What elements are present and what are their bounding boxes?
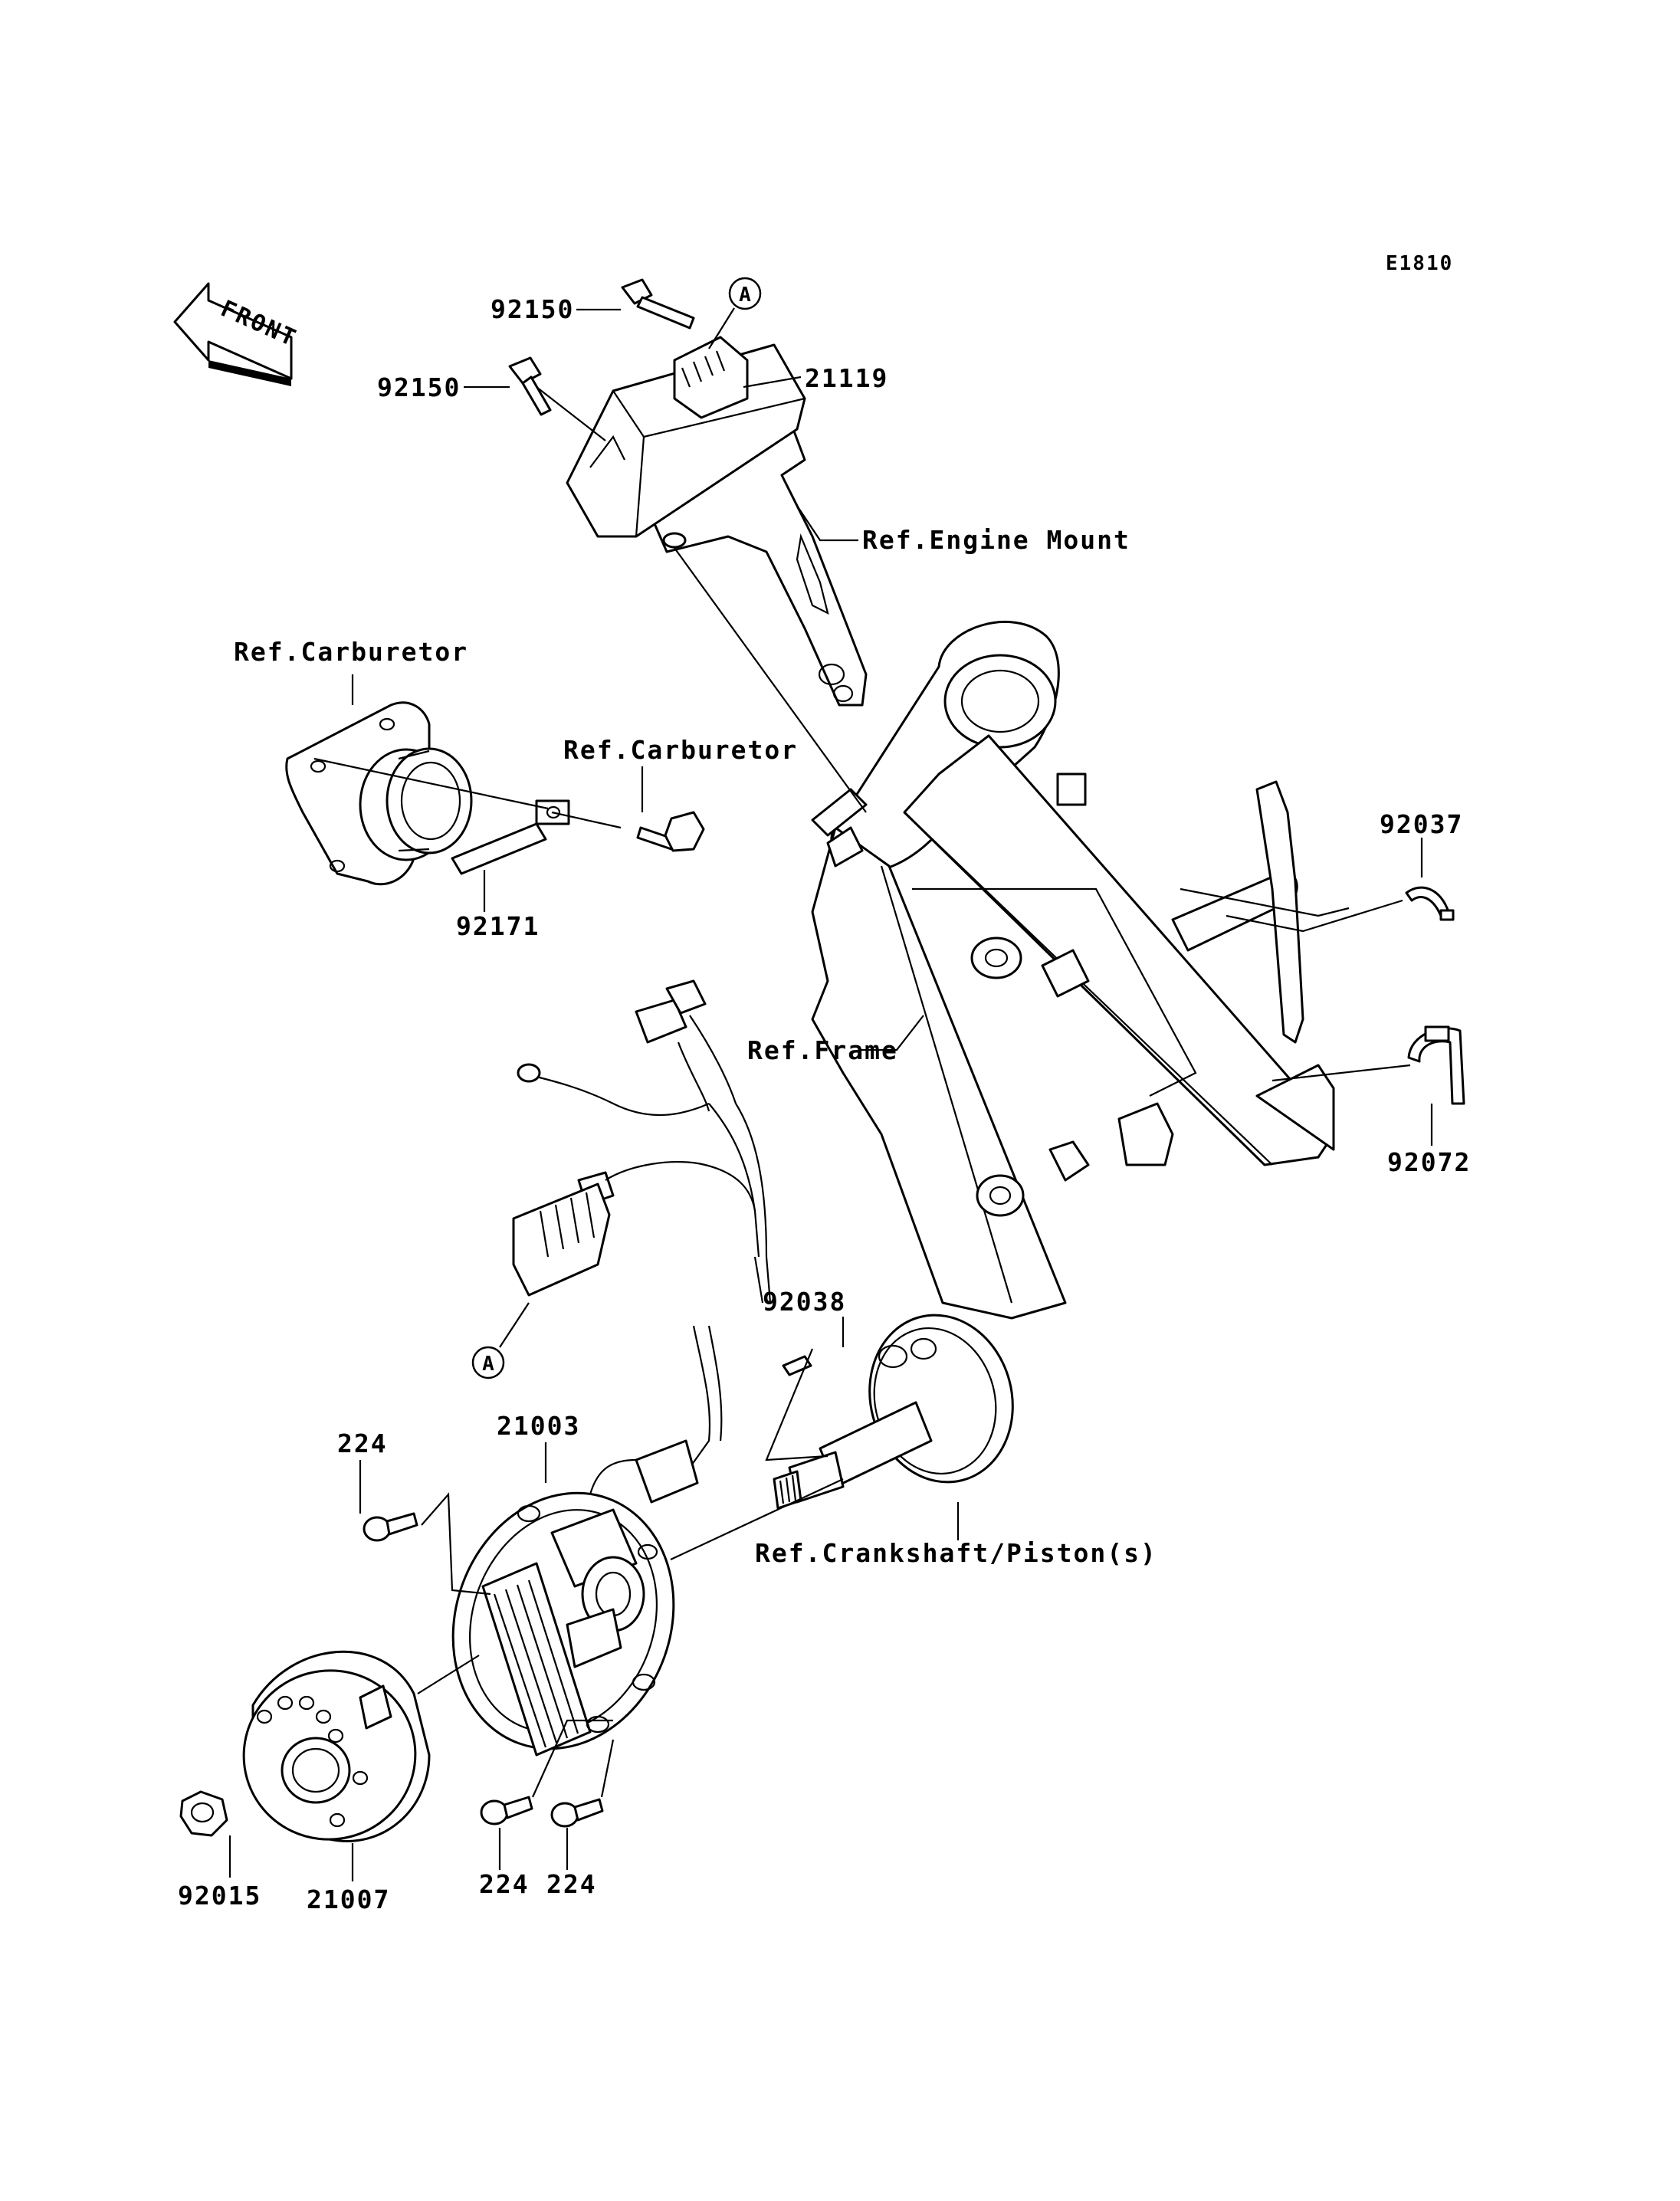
callout-a-top: A <box>728 277 762 310</box>
part-number-woodruff-key: 92038 <box>763 1287 846 1317</box>
part-number-screw-bottom-right: 224 <box>546 1869 597 1899</box>
front-arrow-icon: FRONT <box>173 282 301 386</box>
crankshaft <box>773 1314 1014 1510</box>
stator-21003 <box>451 1491 675 1757</box>
part-number-nut: 92015 <box>178 1881 261 1911</box>
part-number-stator: 21003 <box>497 1411 580 1441</box>
frame <box>811 620 1335 1320</box>
svg-text:A: A <box>739 284 751 307</box>
part-number-clamp-upper: 92037 <box>1380 809 1463 839</box>
part-number-screw-bottom-left: 224 <box>479 1869 530 1899</box>
part-number-bolt-left: 92150 <box>377 372 461 402</box>
part-number-clamp-band: 92171 <box>456 911 540 941</box>
callout-a-bottom: A <box>471 1346 505 1379</box>
part-number-rotor: 21007 <box>307 1884 390 1914</box>
clamp-band-92171 <box>451 799 570 875</box>
rotor-21007 <box>242 1650 431 1842</box>
part-number-bolt-top: 92150 <box>491 294 574 324</box>
ref-carburetor-top: Ref.Carburetor <box>234 637 468 667</box>
clamp-92037 <box>1405 886 1455 921</box>
leader-lines <box>228 307 1433 1881</box>
ref-crankshaft: Ref.Crankshaft/Piston(s) <box>755 1538 1157 1568</box>
stator-harness <box>512 979 772 1504</box>
diagram-code: E1810 <box>1386 252 1453 275</box>
part-number-cdi-unit: 21119 <box>805 363 888 393</box>
carburetor-mount <box>285 701 473 886</box>
ref-engine-mount: Ref.Engine Mount <box>862 525 1130 555</box>
screw-224-top <box>363 1512 418 1542</box>
cdi-unit <box>566 336 868 707</box>
screw-224-bottom-right <box>550 1798 604 1828</box>
ref-frame: Ref.Frame <box>747 1035 898 1065</box>
ref-carburetor-side: Ref.Carburetor <box>563 735 798 765</box>
nut-92015 <box>179 1790 228 1837</box>
clamp-92072 <box>1407 1025 1465 1105</box>
part-number-clamp-lower: 92072 <box>1387 1147 1471 1177</box>
bolt-92150-top <box>621 278 695 330</box>
bolt-92150-left <box>508 356 552 416</box>
screw-224-bottom-left <box>480 1796 533 1825</box>
woodruff-key-92038 <box>782 1355 812 1376</box>
svg-text:A: A <box>482 1353 494 1376</box>
carburetor-bolt <box>636 811 705 852</box>
part-number-screw-top: 224 <box>337 1429 388 1458</box>
